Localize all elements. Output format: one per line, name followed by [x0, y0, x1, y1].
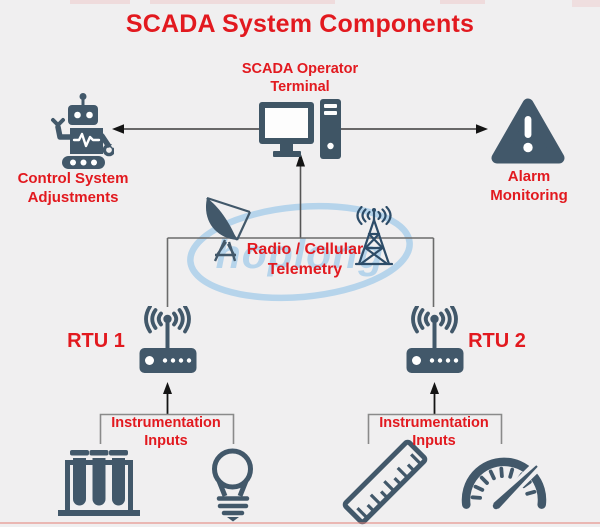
alarm-monitoring-label: Alarm Monitoring — [469, 167, 589, 205]
arrowhead-up-icon — [430, 382, 439, 394]
instrumentation-right-line2: Inputs — [412, 432, 456, 449]
instrumentation-left-line1: Instrumentation — [111, 415, 221, 431]
desktop-computer-icon — [259, 99, 341, 159]
rtu2-label: RTU 2 — [468, 330, 526, 352]
operator-terminal-label-line1: SCADA Operator — [241, 61, 359, 77]
instrumentation-right-line1: Instrumentation — [379, 415, 489, 431]
wireless-router-icon — [406, 306, 464, 373]
arrowhead-up-icon — [296, 153, 305, 167]
operator-terminal-label-line2: Terminal — [270, 78, 330, 95]
instrumentation-inputs-left-label: Instrumentation Inputs — [96, 415, 236, 450]
ruler-icon — [342, 439, 428, 525]
control-system-label-line1: Control System — [17, 170, 129, 187]
arrowhead-right-icon — [476, 124, 488, 134]
watermark-ellipse — [187, 202, 413, 302]
alarm-monitoring-label-line2: Monitoring — [490, 187, 568, 204]
satellite-dish-icon — [205, 196, 251, 262]
bottom-edge-artifact — [0, 522, 600, 524]
control-system-label-line2: Adjustments — [27, 189, 119, 206]
top-edge-artifact — [150, 0, 335, 4]
bracket-right — [367, 413, 503, 444]
instrumentation-inputs-right-label: Instrumentation Inputs — [364, 415, 504, 450]
telemetry-label-line1: Radio / Cellular — [246, 241, 364, 258]
control-system-label: Control System Adjustments — [13, 169, 133, 207]
operator-terminal-label: SCADA Operator Terminal — [230, 61, 370, 96]
alarm-monitoring-label-line1: Alarm — [507, 168, 551, 185]
instrumentation-left-line2: Inputs — [144, 432, 188, 449]
warning-triangle-icon — [491, 98, 565, 164]
rtu1-label: RTU 1 — [67, 330, 125, 352]
gauge-icon — [461, 457, 547, 510]
page-title: SCADA System Components — [125, 10, 475, 38]
arrowhead-left-icon — [112, 124, 124, 134]
bracket-left — [99, 413, 235, 444]
light-bulb-icon — [212, 448, 253, 522]
cell-tower-icon — [354, 206, 394, 266]
robot-icon — [51, 93, 114, 169]
wireless-router-icon — [139, 306, 197, 373]
top-edge-artifact — [572, 0, 600, 7]
telemetry-label: Radio / Cellular Telemetry — [233, 240, 377, 279]
arrowhead-up-icon — [163, 382, 172, 394]
test-tubes-icon — [58, 450, 140, 516]
top-edge-artifact — [70, 0, 130, 4]
telemetry-bus — [166, 237, 435, 307]
top-edge-artifact — [440, 0, 485, 4]
telemetry-label-line2: Telemetry — [267, 260, 343, 278]
